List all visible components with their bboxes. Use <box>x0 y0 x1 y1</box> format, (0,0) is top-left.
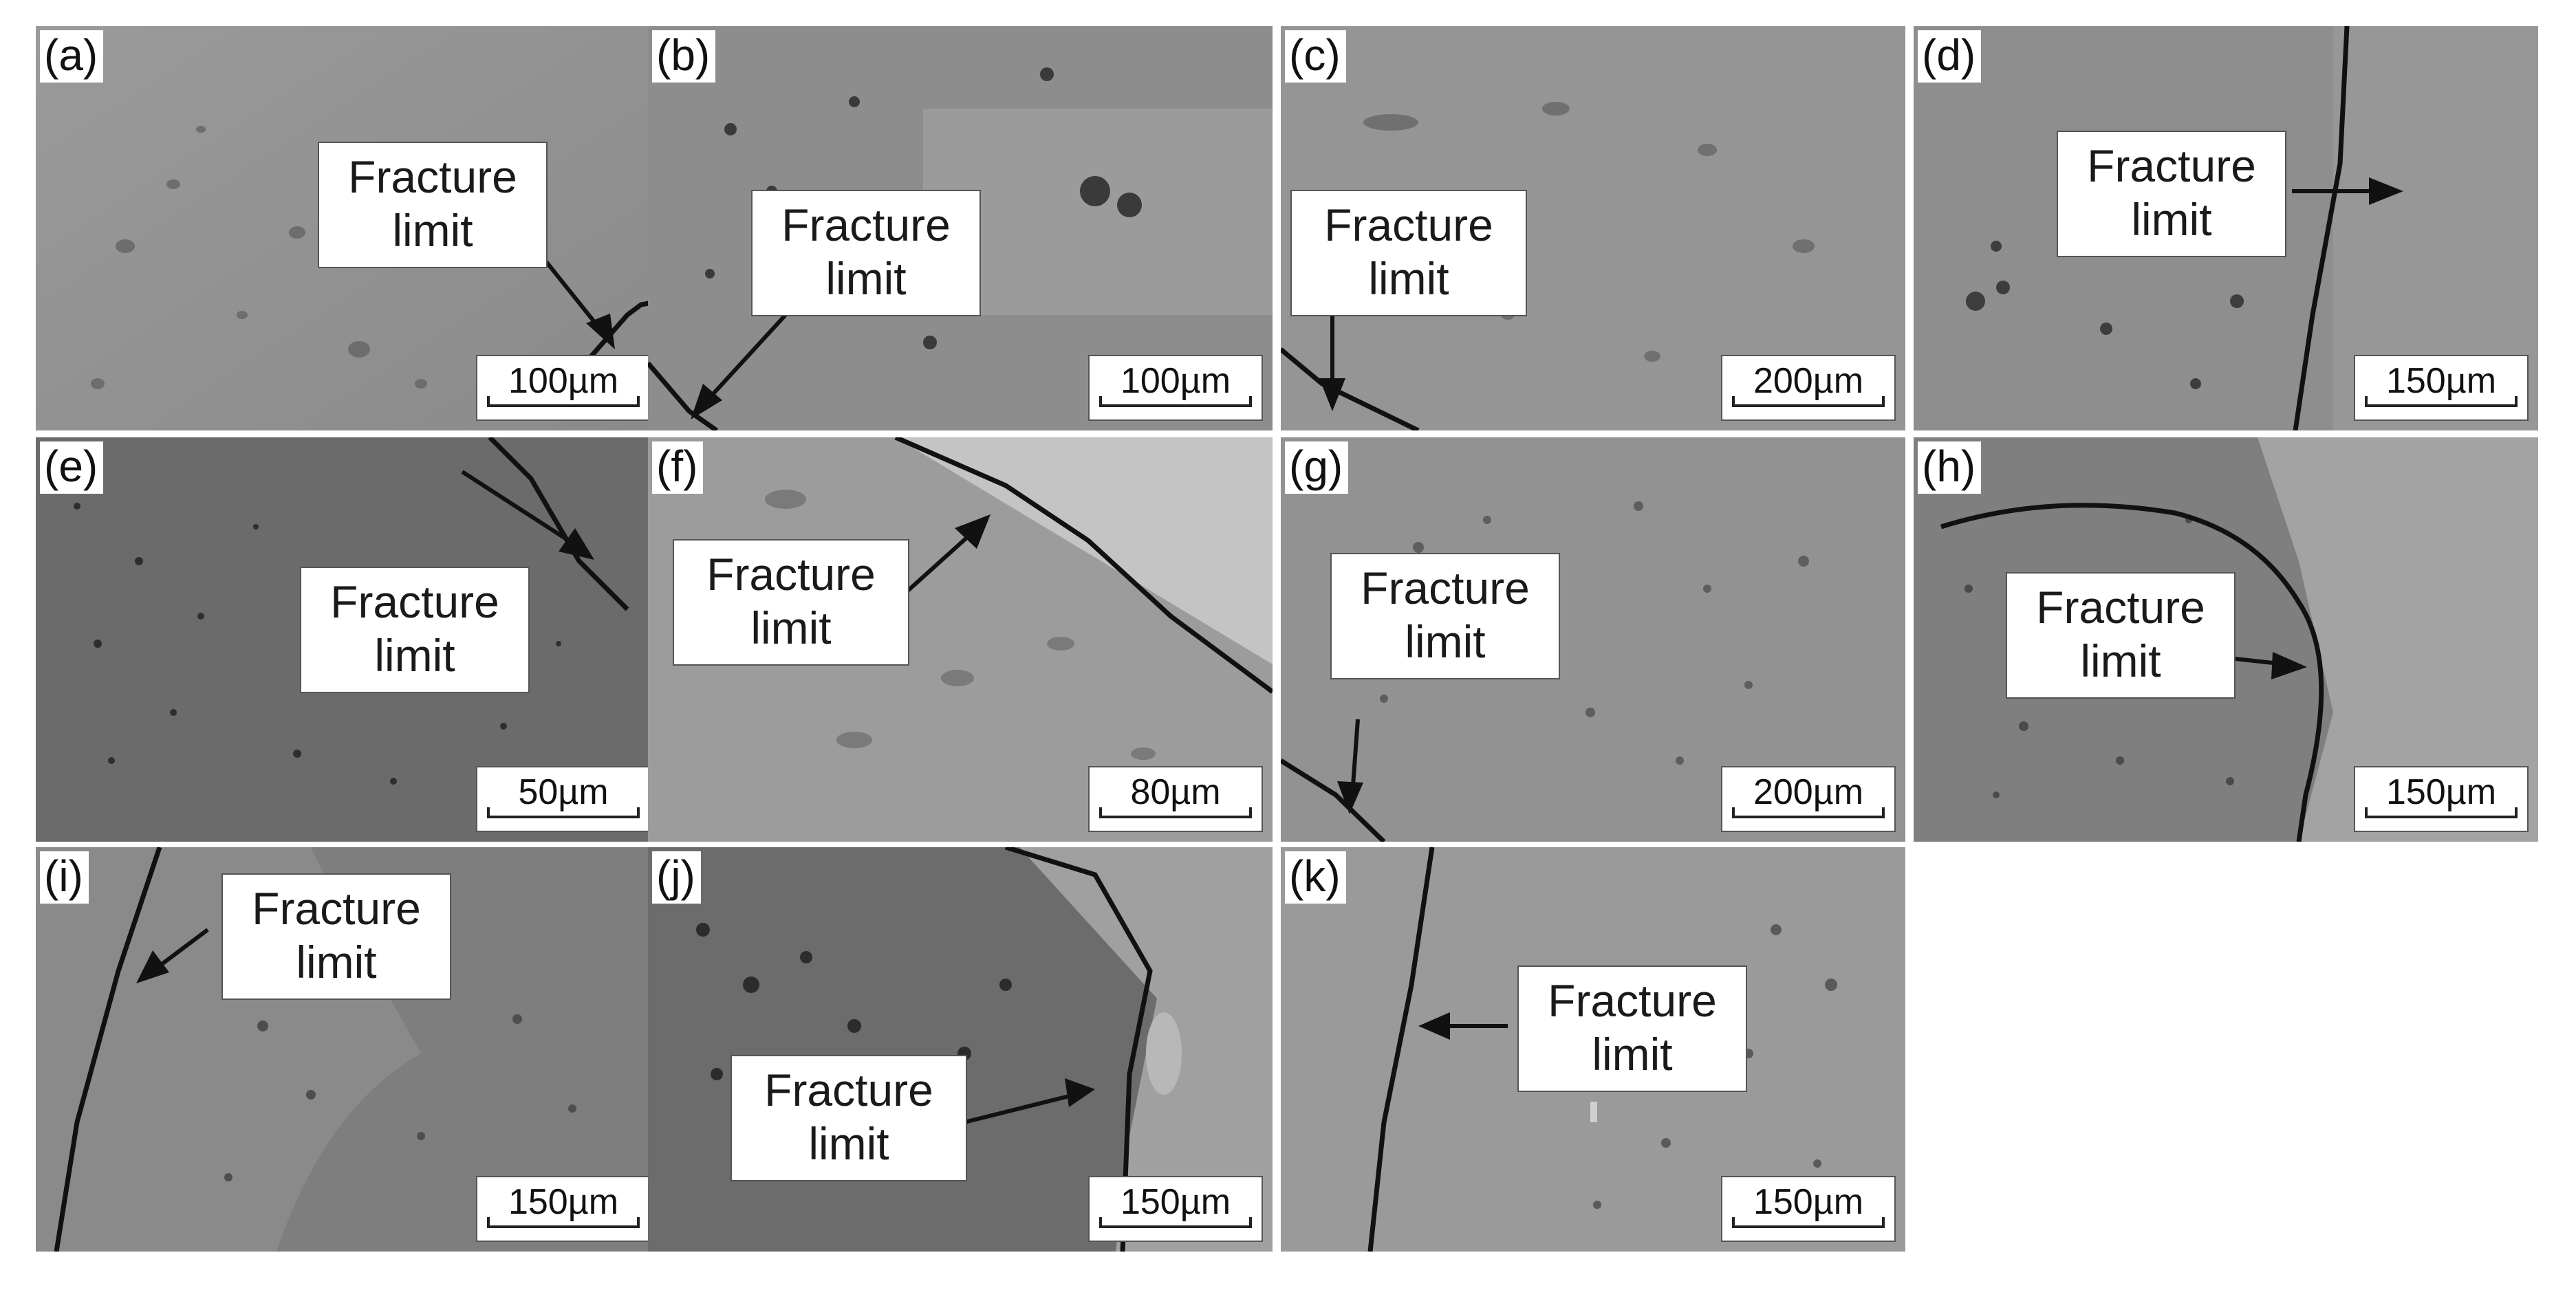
panel-label: (d) <box>1918 30 1982 83</box>
callout-line-1: Fracture <box>1361 563 1530 613</box>
panel-b: (b) Fracture limit 100µm <box>648 26 1273 430</box>
callout-line-1: Fracture <box>1548 975 1717 1026</box>
fracture-limit-callout: Fracture limit <box>1517 965 1747 1092</box>
panel-label: (e) <box>40 441 104 494</box>
sem-micrograph <box>648 437 1273 842</box>
callout-line-2: limit <box>392 205 473 256</box>
scale-bar-label: 150µm <box>508 1182 619 1222</box>
scale-bar-label: 80µm <box>1130 772 1221 812</box>
callout-line-2: limit <box>1368 253 1449 304</box>
callout-line-1: Fracture <box>330 576 499 627</box>
scale-bar-label: 50µm <box>518 772 609 812</box>
panel-f: (f) Fracture limit 80µm <box>648 437 1273 842</box>
scale-bar-line <box>1099 807 1252 818</box>
panel-c: (c) Fracture limit 200µm <box>1281 26 1905 430</box>
scale-bar: 150µm <box>1088 1176 1263 1242</box>
scale-bar: 150µm <box>1721 1176 1896 1242</box>
fracture-limit-callout: Fracture limit <box>2006 572 2236 699</box>
fracture-limit-callout: Fracture limit <box>318 142 548 268</box>
callout-line-1: Fracture <box>781 199 951 250</box>
panel-label: (g) <box>1285 441 1349 494</box>
callout-line-2: limit <box>374 630 455 681</box>
callout-line-2: limit <box>1592 1029 1673 1080</box>
scale-bar: 150µm <box>2354 355 2529 421</box>
scale-bar-label: 150µm <box>1120 1182 1231 1222</box>
callout-line-1: Fracture <box>348 151 517 202</box>
panel-label: (j) <box>652 851 701 904</box>
panel-label: (f) <box>652 441 704 494</box>
panel-label: (i) <box>40 851 89 904</box>
scale-bar-line <box>1732 396 1885 407</box>
callout-line-2: limit <box>2131 194 2212 245</box>
fracture-limit-callout: Fracture limit <box>300 567 530 693</box>
fracture-limit-callout: Fracture limit <box>751 190 981 316</box>
scale-bar: 50µm <box>476 766 651 832</box>
scale-bar: 200µm <box>1721 766 1896 832</box>
scale-bar-label: 100µm <box>1120 361 1231 401</box>
panel-d: (d) Fracture limit 150µm <box>1914 26 2538 430</box>
scale-bar-line <box>487 807 640 818</box>
scale-bar-line <box>1099 396 1252 407</box>
callout-line-1: Fracture <box>1324 199 1493 250</box>
callout-line-1: Fracture <box>2087 140 2256 191</box>
scale-bar: 100µm <box>476 355 651 421</box>
callout-line-1: Fracture <box>252 883 421 934</box>
callout-line-2: limit <box>2080 635 2161 686</box>
callout-line-2: limit <box>750 602 832 653</box>
callout-line-2: limit <box>296 937 377 987</box>
callout-line-1: Fracture <box>764 1065 933 1115</box>
scale-bar: 150µm <box>476 1176 651 1242</box>
fracture-limit-callout: Fracture limit <box>1290 190 1527 316</box>
panel-i: (i) Fracture limit 150µm <box>36 847 660 1252</box>
scale-bar-label: 200µm <box>1753 772 1864 812</box>
scale-bar-label: 150µm <box>2385 772 2497 812</box>
panel-g: (g) Fracture limit 200µm <box>1281 437 1905 842</box>
fracture-limit-callout: Fracture limit <box>730 1055 967 1181</box>
panel-j: (j) Fracture limit 150µm <box>648 847 1273 1252</box>
panel-a: (a) Fracture limit 100µm <box>36 26 660 430</box>
scale-bar-line <box>487 396 640 407</box>
callout-line-1: Fracture <box>2036 582 2205 633</box>
panel-label: (c) <box>1285 30 1346 83</box>
fracture-limit-callout: Fracture limit <box>221 873 451 1000</box>
scale-bar: 80µm <box>1088 766 1263 832</box>
fracture-limit-callout: Fracture limit <box>1330 553 1560 679</box>
scale-bar-label: 100µm <box>508 361 619 401</box>
callout-line-2: limit <box>825 253 907 304</box>
scale-bar-label: 200µm <box>1753 361 1864 401</box>
scale-bar: 200µm <box>1721 355 1896 421</box>
scale-bar-line <box>2365 807 2518 818</box>
panel-label: (b) <box>652 30 716 83</box>
panel-h: (h) Fracture limit 150µm <box>1914 437 2538 842</box>
scale-bar: 100µm <box>1088 355 1263 421</box>
scale-bar-line <box>1732 1217 1885 1228</box>
scale-bar: 150µm <box>2354 766 2529 832</box>
scale-bar-line <box>1732 807 1885 818</box>
scale-bar-line <box>2365 396 2518 407</box>
callout-line-2: limit <box>808 1118 889 1169</box>
fracture-limit-callout: Fracture limit <box>673 539 909 666</box>
panel-label: (a) <box>40 30 104 83</box>
panel-e: (e) Fracture limit 50µm <box>36 437 660 842</box>
scale-bar-line <box>1099 1217 1252 1228</box>
scale-bar-label: 150µm <box>2385 361 2497 401</box>
callout-line-2: limit <box>1405 616 1486 667</box>
panel-label: (k) <box>1285 851 1346 904</box>
fracture-limit-callout: Fracture limit <box>2057 131 2286 257</box>
panel-label: (h) <box>1918 441 1982 494</box>
scale-bar-label: 150µm <box>1753 1182 1864 1222</box>
panel-k: (k) Fracture limit 150µm <box>1281 847 1905 1252</box>
callout-line-1: Fracture <box>706 549 876 600</box>
scale-bar-line <box>487 1217 640 1228</box>
